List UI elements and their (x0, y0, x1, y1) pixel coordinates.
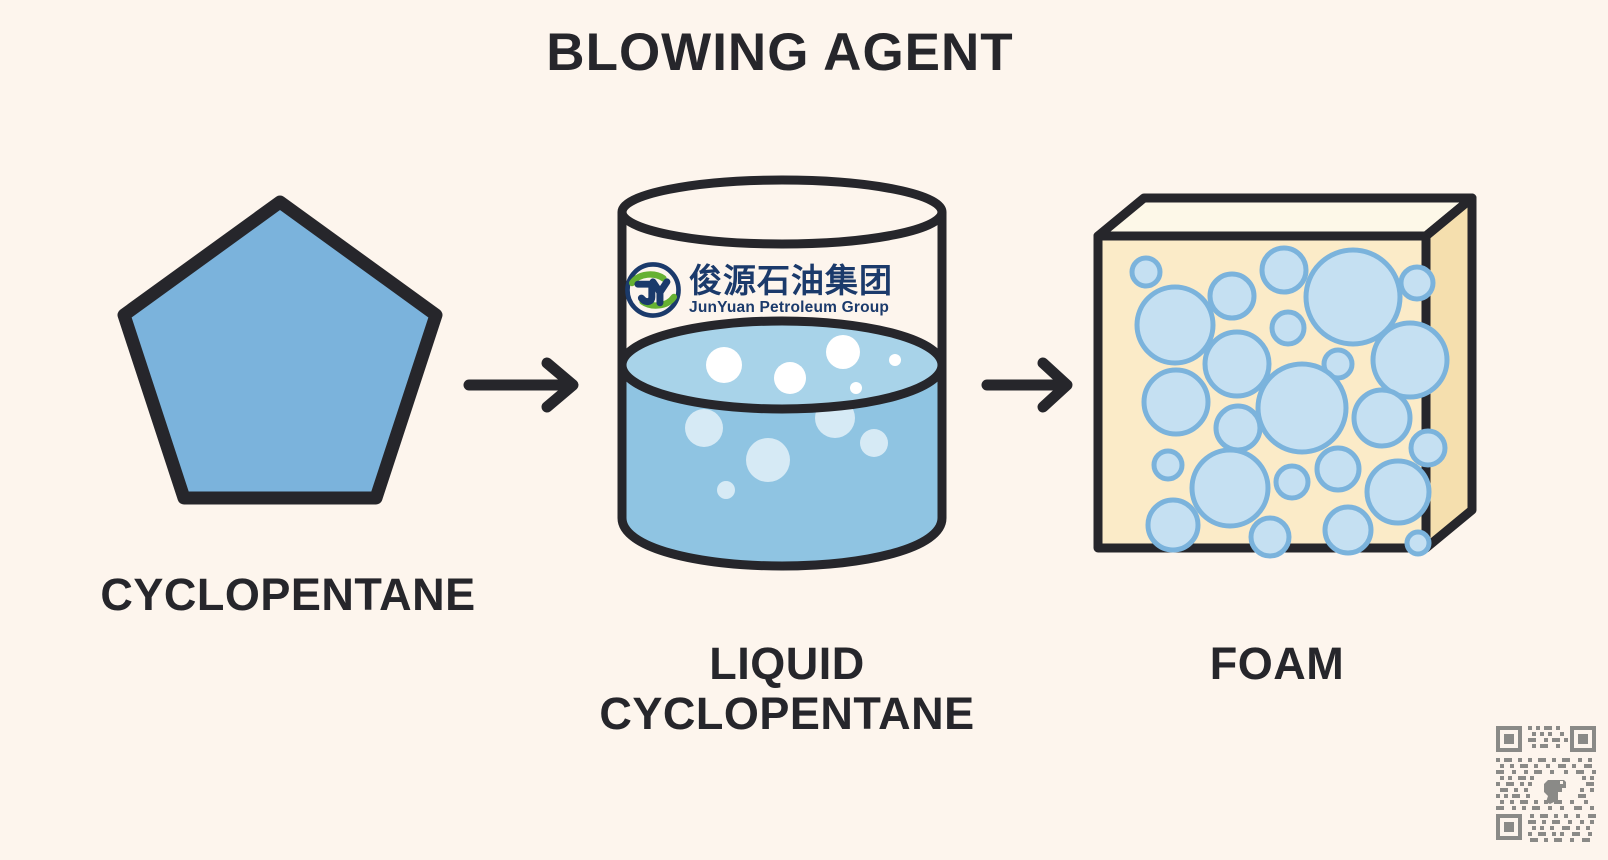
stage-label-cyclopentane: CYCLOPENTANE (100, 569, 476, 620)
logo-name-cn: 俊源石油集团 (689, 261, 893, 301)
foam-block-icon (1080, 180, 1500, 560)
cyclopentane-pentagon-icon (110, 180, 450, 520)
qr-code-icon (1490, 718, 1602, 850)
stage-label-line2: CYCLOPENTANE (599, 688, 975, 740)
liquid-cyclopentane-beaker-icon (600, 160, 965, 580)
stage-label-line1: LIQUID (709, 638, 865, 689)
stage-label-foam: FOAM (1209, 638, 1345, 689)
page-title: BLOWING AGENT (546, 23, 1014, 82)
jy-monogram-icon (625, 262, 681, 318)
arrow-right-icon (975, 350, 1085, 420)
stage-label-liquid-cyclopentane: LIQUID CYCLOPENTANE (537, 638, 1037, 740)
junyuan-logo: 俊源石油集团 JunYuan Petroleum Group (624, 255, 914, 325)
arrow-right-icon (455, 350, 590, 420)
logo-name-en: JunYuan Petroleum Group (689, 299, 890, 317)
